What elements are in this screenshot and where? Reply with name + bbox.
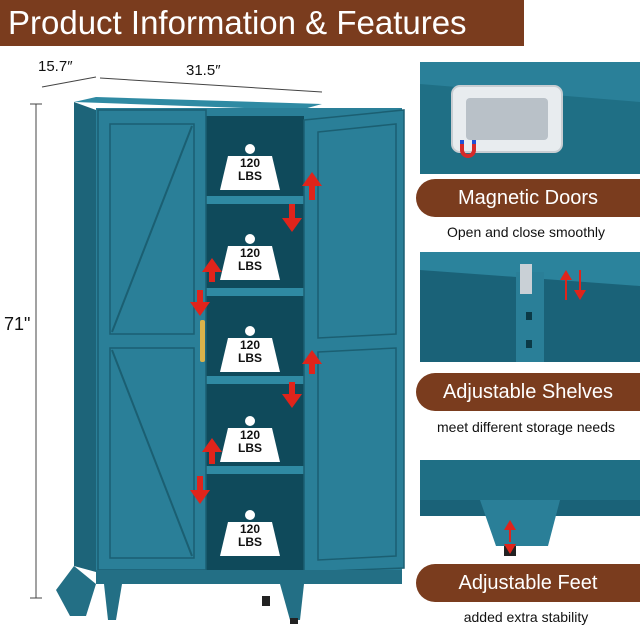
foot-left bbox=[104, 584, 122, 620]
feature-description: meet different storage needs bbox=[437, 419, 615, 435]
up-down-arrow-icon bbox=[560, 270, 586, 300]
shelf-1 bbox=[206, 196, 304, 204]
weight-icon bbox=[220, 234, 280, 280]
shelf-4 bbox=[206, 466, 304, 474]
feature-title: Magnetic Doors bbox=[416, 179, 640, 217]
adjustable-shelf-closeup bbox=[420, 252, 640, 362]
adjustable-feet-closeup bbox=[420, 460, 640, 564]
cabinet-illustration bbox=[56, 97, 405, 624]
width-dimension: 31.5″ bbox=[186, 62, 221, 79]
shelf-2 bbox=[206, 288, 304, 296]
weight-icon bbox=[220, 510, 280, 556]
shelf-3 bbox=[206, 376, 304, 384]
cabinet-base bbox=[96, 570, 402, 584]
feature-title: Adjustable Shelves bbox=[416, 373, 640, 411]
weight-icon bbox=[220, 144, 280, 190]
weight-icon bbox=[220, 326, 280, 372]
feature-description: Open and close smoothly bbox=[447, 224, 605, 240]
cabinet-side bbox=[74, 102, 96, 572]
page-title: Product Information & Features bbox=[0, 0, 524, 46]
height-dimension: 71" bbox=[4, 314, 31, 334]
feature-description: added extra stability bbox=[463, 609, 589, 625]
left-door bbox=[97, 109, 207, 571]
magnet-icon bbox=[460, 140, 476, 158]
foot-right bbox=[280, 584, 304, 620]
depth-dimension: 15.7″ bbox=[38, 58, 73, 75]
feature-title: Adjustable Feet bbox=[416, 564, 640, 602]
up-down-arrow-icon bbox=[190, 172, 322, 504]
cabinet-top bbox=[74, 97, 322, 110]
magnetic-door-closeup bbox=[420, 62, 640, 174]
up-down-arrow-icon bbox=[504, 520, 516, 554]
door-handle bbox=[200, 320, 205, 362]
right-door bbox=[303, 109, 405, 573]
foot-left-front bbox=[56, 566, 96, 616]
weight-icon bbox=[220, 416, 280, 462]
